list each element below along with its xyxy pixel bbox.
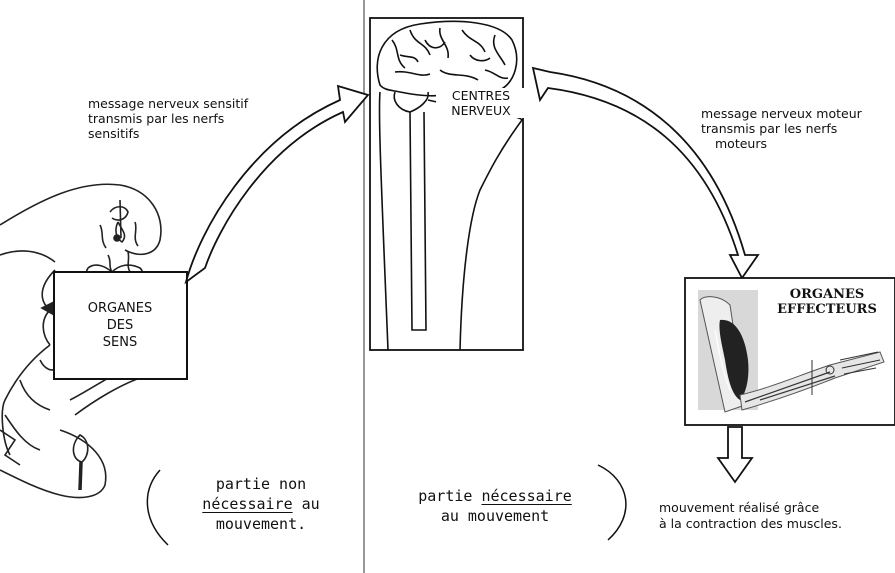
necessary-line2: au mouvement xyxy=(440,507,550,525)
nerve-centres-line2: NERVEUX xyxy=(451,103,511,118)
sensory-message-line1: message nerveux sensitif xyxy=(88,96,249,111)
sensory-message-label: message nerveux sensitif transmis par le… xyxy=(88,96,248,141)
sensory-message-line2: transmis par les nerfs xyxy=(88,111,225,126)
left-bracket xyxy=(146,469,169,546)
motor-message-label: message nerveux moteur transmis par les … xyxy=(701,106,891,151)
effector-organs-line2: EFFECTEURS xyxy=(777,302,877,317)
sense-organs-line2: DES xyxy=(106,318,134,333)
not-necessary-line2-rest: au xyxy=(292,495,320,513)
not-necessary-line3: mouvement. xyxy=(215,515,307,533)
motor-message-line3: moteurs xyxy=(715,136,767,151)
sensory-message-line3: sensitifs xyxy=(88,126,140,141)
motor-message-line1: message nerveux moteur xyxy=(701,106,862,121)
necessary-label: partie nécessaire au mouvement xyxy=(380,486,610,526)
not-necessary-line2: nécessaire au xyxy=(176,494,346,514)
necessary-line1-start: partie xyxy=(418,487,482,505)
movement-arrow xyxy=(716,426,754,484)
effector-organs-line1: ORGANES xyxy=(789,287,865,302)
necessary-line1: partie nécessaire xyxy=(380,486,610,506)
sense-organs-line3: SENS xyxy=(102,335,138,350)
not-necessary-line1: partie non xyxy=(215,475,307,493)
not-necessary-label: partie non nécessaire au mouvement. xyxy=(176,474,346,534)
right-bracket xyxy=(597,464,627,541)
movement-line2: à la contraction des muscles. xyxy=(659,516,842,531)
nerve-centres-box xyxy=(369,17,524,351)
nerve-centres-line1: CENTRES xyxy=(451,88,511,103)
not-necessary-keyword: nécessaire xyxy=(202,495,293,513)
necessary-keyword: nécessaire xyxy=(481,487,572,505)
movement-label: mouvement réalisé grâce à la contraction… xyxy=(659,500,842,532)
motor-arrow xyxy=(531,66,760,280)
effector-organs-label: ORGANES EFFECTEURS xyxy=(760,287,894,317)
arm-drawing xyxy=(698,290,885,413)
sensory-arrow xyxy=(184,84,370,285)
sense-organs-label: ORGANES DES SENS xyxy=(60,300,180,351)
motor-message-line2: transmis par les nerfs xyxy=(701,121,838,136)
sense-organs-line1: ORGANES xyxy=(87,301,153,316)
sense-organs-box xyxy=(53,271,188,380)
head-drawing xyxy=(0,183,162,499)
nerve-centres-label: CENTRES NERVEUX xyxy=(436,88,526,118)
movement-line1: mouvement réalisé grâce xyxy=(659,500,820,515)
